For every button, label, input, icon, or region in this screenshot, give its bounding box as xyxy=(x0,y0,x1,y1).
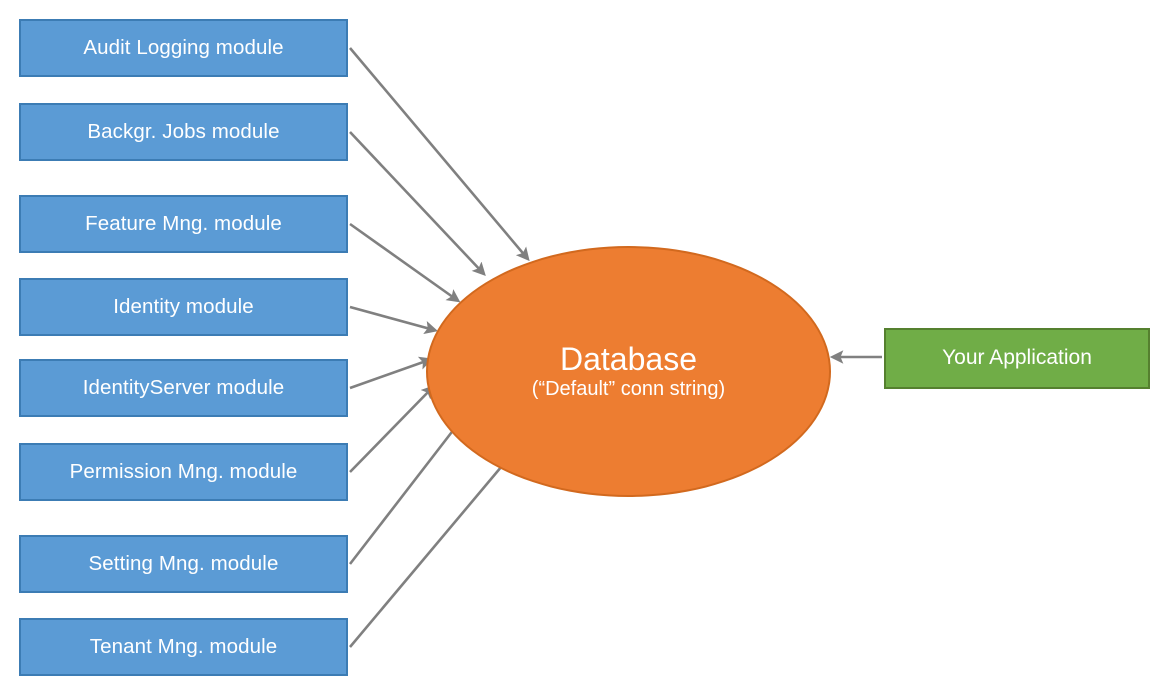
module-box[interactable]: Identity module xyxy=(19,278,348,336)
module-box-label: Feature Mng. module xyxy=(85,212,282,236)
module-box[interactable]: Feature Mng. module xyxy=(19,195,348,253)
module-box[interactable]: Setting Mng. module xyxy=(19,535,348,593)
database-ellipse[interactable]: Database (“Default” conn string) xyxy=(426,246,831,497)
module-box-label: Tenant Mng. module xyxy=(89,635,278,659)
module-box[interactable]: IdentityServer module xyxy=(19,359,348,417)
your-application-label: Your Application xyxy=(942,346,1092,370)
connector-arrow xyxy=(349,385,435,473)
connector-arrow xyxy=(349,356,433,390)
module-box-label: Audit Logging module xyxy=(83,36,284,60)
module-box-label: IdentityServer module xyxy=(82,376,285,400)
connector-arrow xyxy=(349,47,530,262)
database-title: Database xyxy=(560,340,697,377)
module-box[interactable]: Tenant Mng. module xyxy=(19,618,348,676)
your-application-box[interactable]: Your Application xyxy=(884,328,1150,389)
connector-arrow xyxy=(349,131,486,277)
module-box[interactable]: Backgr. Jobs module xyxy=(19,103,348,161)
module-box-label: Permission Mng. module xyxy=(69,460,298,484)
module-box-label: Backgr. Jobs module xyxy=(87,120,280,144)
database-subtitle: (“Default” conn string) xyxy=(531,378,726,401)
connector-arrow xyxy=(349,222,461,303)
module-box-label: Identity module xyxy=(113,295,254,319)
module-box[interactable]: Permission Mng. module xyxy=(19,443,348,501)
connector-arrow xyxy=(349,456,510,648)
connector-arrow xyxy=(349,305,439,335)
connector-arrow xyxy=(348,420,461,565)
module-box-label: Setting Mng. module xyxy=(88,552,279,576)
module-box[interactable]: Audit Logging module xyxy=(19,19,348,77)
